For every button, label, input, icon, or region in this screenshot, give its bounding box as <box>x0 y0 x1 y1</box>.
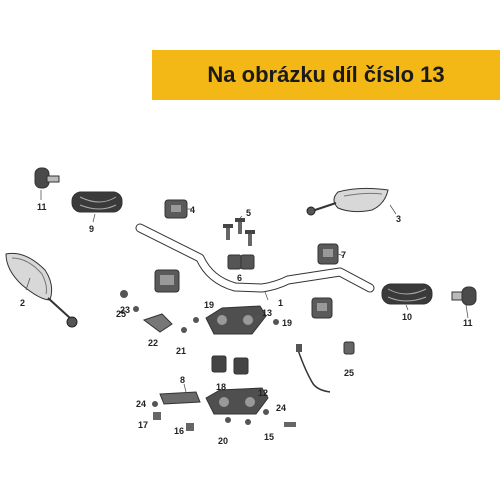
callout-21: 21 <box>176 346 186 356</box>
callout-3: 3 <box>396 214 401 224</box>
bar-end-right-part[interactable] <box>451 286 477 306</box>
callout-25b: 25 <box>344 368 354 378</box>
bar-end-left-part[interactable] <box>34 167 60 189</box>
clamp-block-part[interactable] <box>227 254 255 270</box>
callout-5: 5 <box>246 208 251 218</box>
leader-lines <box>25 190 469 395</box>
bracket-part[interactable] <box>159 391 201 405</box>
callout-11-right: 11 <box>463 318 473 328</box>
rubber-damper-part[interactable] <box>211 355 249 375</box>
callout-4: 4 <box>190 205 195 215</box>
callout-15: 15 <box>264 432 274 442</box>
banner-text: Na obrázku díl číslo 13 <box>207 62 445 87</box>
right-grip-part[interactable] <box>381 283 433 305</box>
bolts-part[interactable] <box>223 218 255 246</box>
part-number-banner: Na obrázku díl číslo 13 <box>152 50 500 100</box>
callout-13: 13 <box>262 308 272 318</box>
lower-holder-part[interactable] <box>205 387 269 415</box>
handlebar-part[interactable] <box>135 223 375 293</box>
cable-part[interactable] <box>296 341 355 393</box>
small-hardware <box>120 290 296 431</box>
callout-6: 6 <box>237 273 242 283</box>
switch-right-lower-part[interactable] <box>311 297 333 319</box>
callout-24a: 24 <box>136 399 146 409</box>
clamp-upper-left-part[interactable] <box>164 199 188 219</box>
left-mirror-part[interactable] <box>5 252 78 328</box>
callout-17: 17 <box>138 420 148 430</box>
callout-labels: 1 2 3 4 5 6 7 8 9 10 11 11 12 13 15 16 1… <box>20 202 473 446</box>
callout-10: 10 <box>402 312 412 322</box>
callout-8: 8 <box>180 375 185 385</box>
right-mirror-part[interactable] <box>306 187 389 216</box>
clamp-part[interactable] <box>142 313 173 333</box>
callout-18: 18 <box>216 382 226 392</box>
callout-22: 22 <box>148 338 158 348</box>
callout-20: 20 <box>218 436 228 446</box>
callout-19a: 19 <box>204 300 214 310</box>
upper-holder-part[interactable] <box>205 305 267 335</box>
callout-19b: 19 <box>282 318 292 328</box>
callout-9: 9 <box>89 224 94 234</box>
callout-12: 12 <box>258 388 268 398</box>
callout-24b: 24 <box>276 403 286 413</box>
callout-1: 1 <box>278 298 283 308</box>
callout-16: 16 <box>174 426 184 436</box>
callout-23: 23 <box>120 305 130 315</box>
callout-7: 7 <box>341 250 346 260</box>
switch-right-part[interactable] <box>317 243 339 265</box>
callout-11-left: 11 <box>37 202 47 212</box>
left-grip-part[interactable] <box>71 191 123 213</box>
callout-25a: 25 <box>116 309 126 319</box>
switch-left-part[interactable] <box>154 269 180 293</box>
callout-2: 2 <box>20 298 25 308</box>
